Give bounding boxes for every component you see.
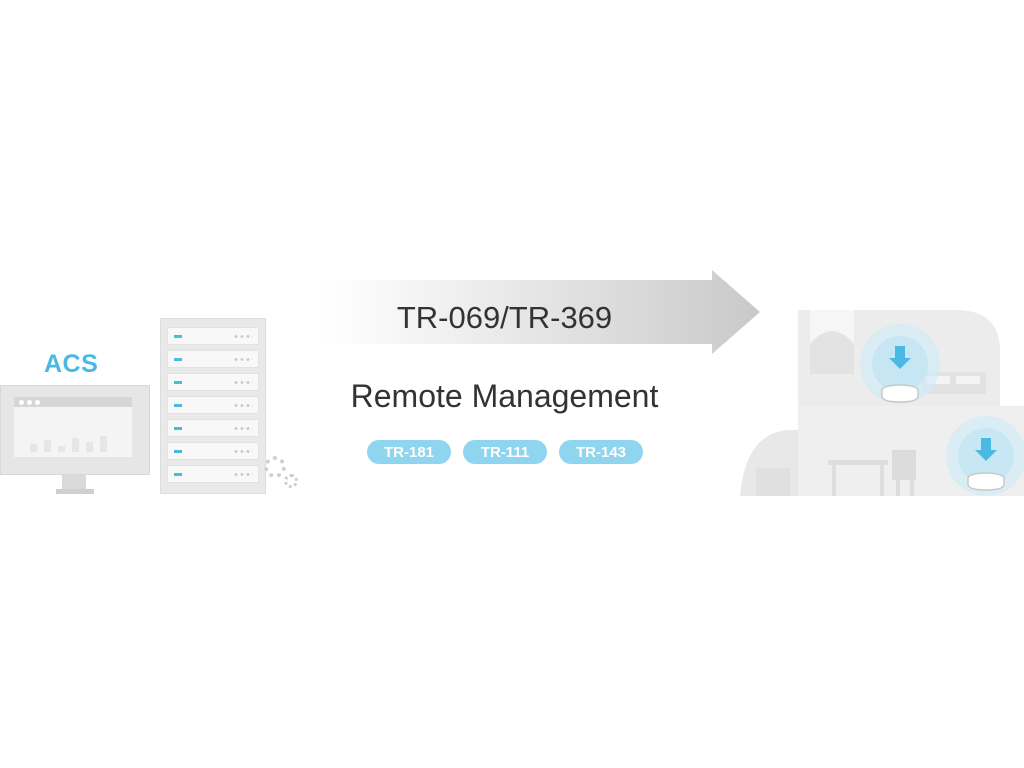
gear-icon [284, 474, 298, 488]
wifi-router-icon [946, 416, 1024, 496]
arrow-right-icon [322, 270, 760, 354]
standard-badge: TR-143 [559, 440, 643, 464]
standard-badge: TR-181 [367, 440, 451, 464]
wifi-router-icon [860, 324, 940, 404]
remote-management-title: Remote Management [350, 378, 659, 414]
acs-label: ACS [44, 350, 99, 378]
protocol-title: TR-069/TR-369 [396, 300, 613, 335]
standard-badge: TR-111 [463, 440, 547, 464]
gear-icon [264, 456, 286, 478]
